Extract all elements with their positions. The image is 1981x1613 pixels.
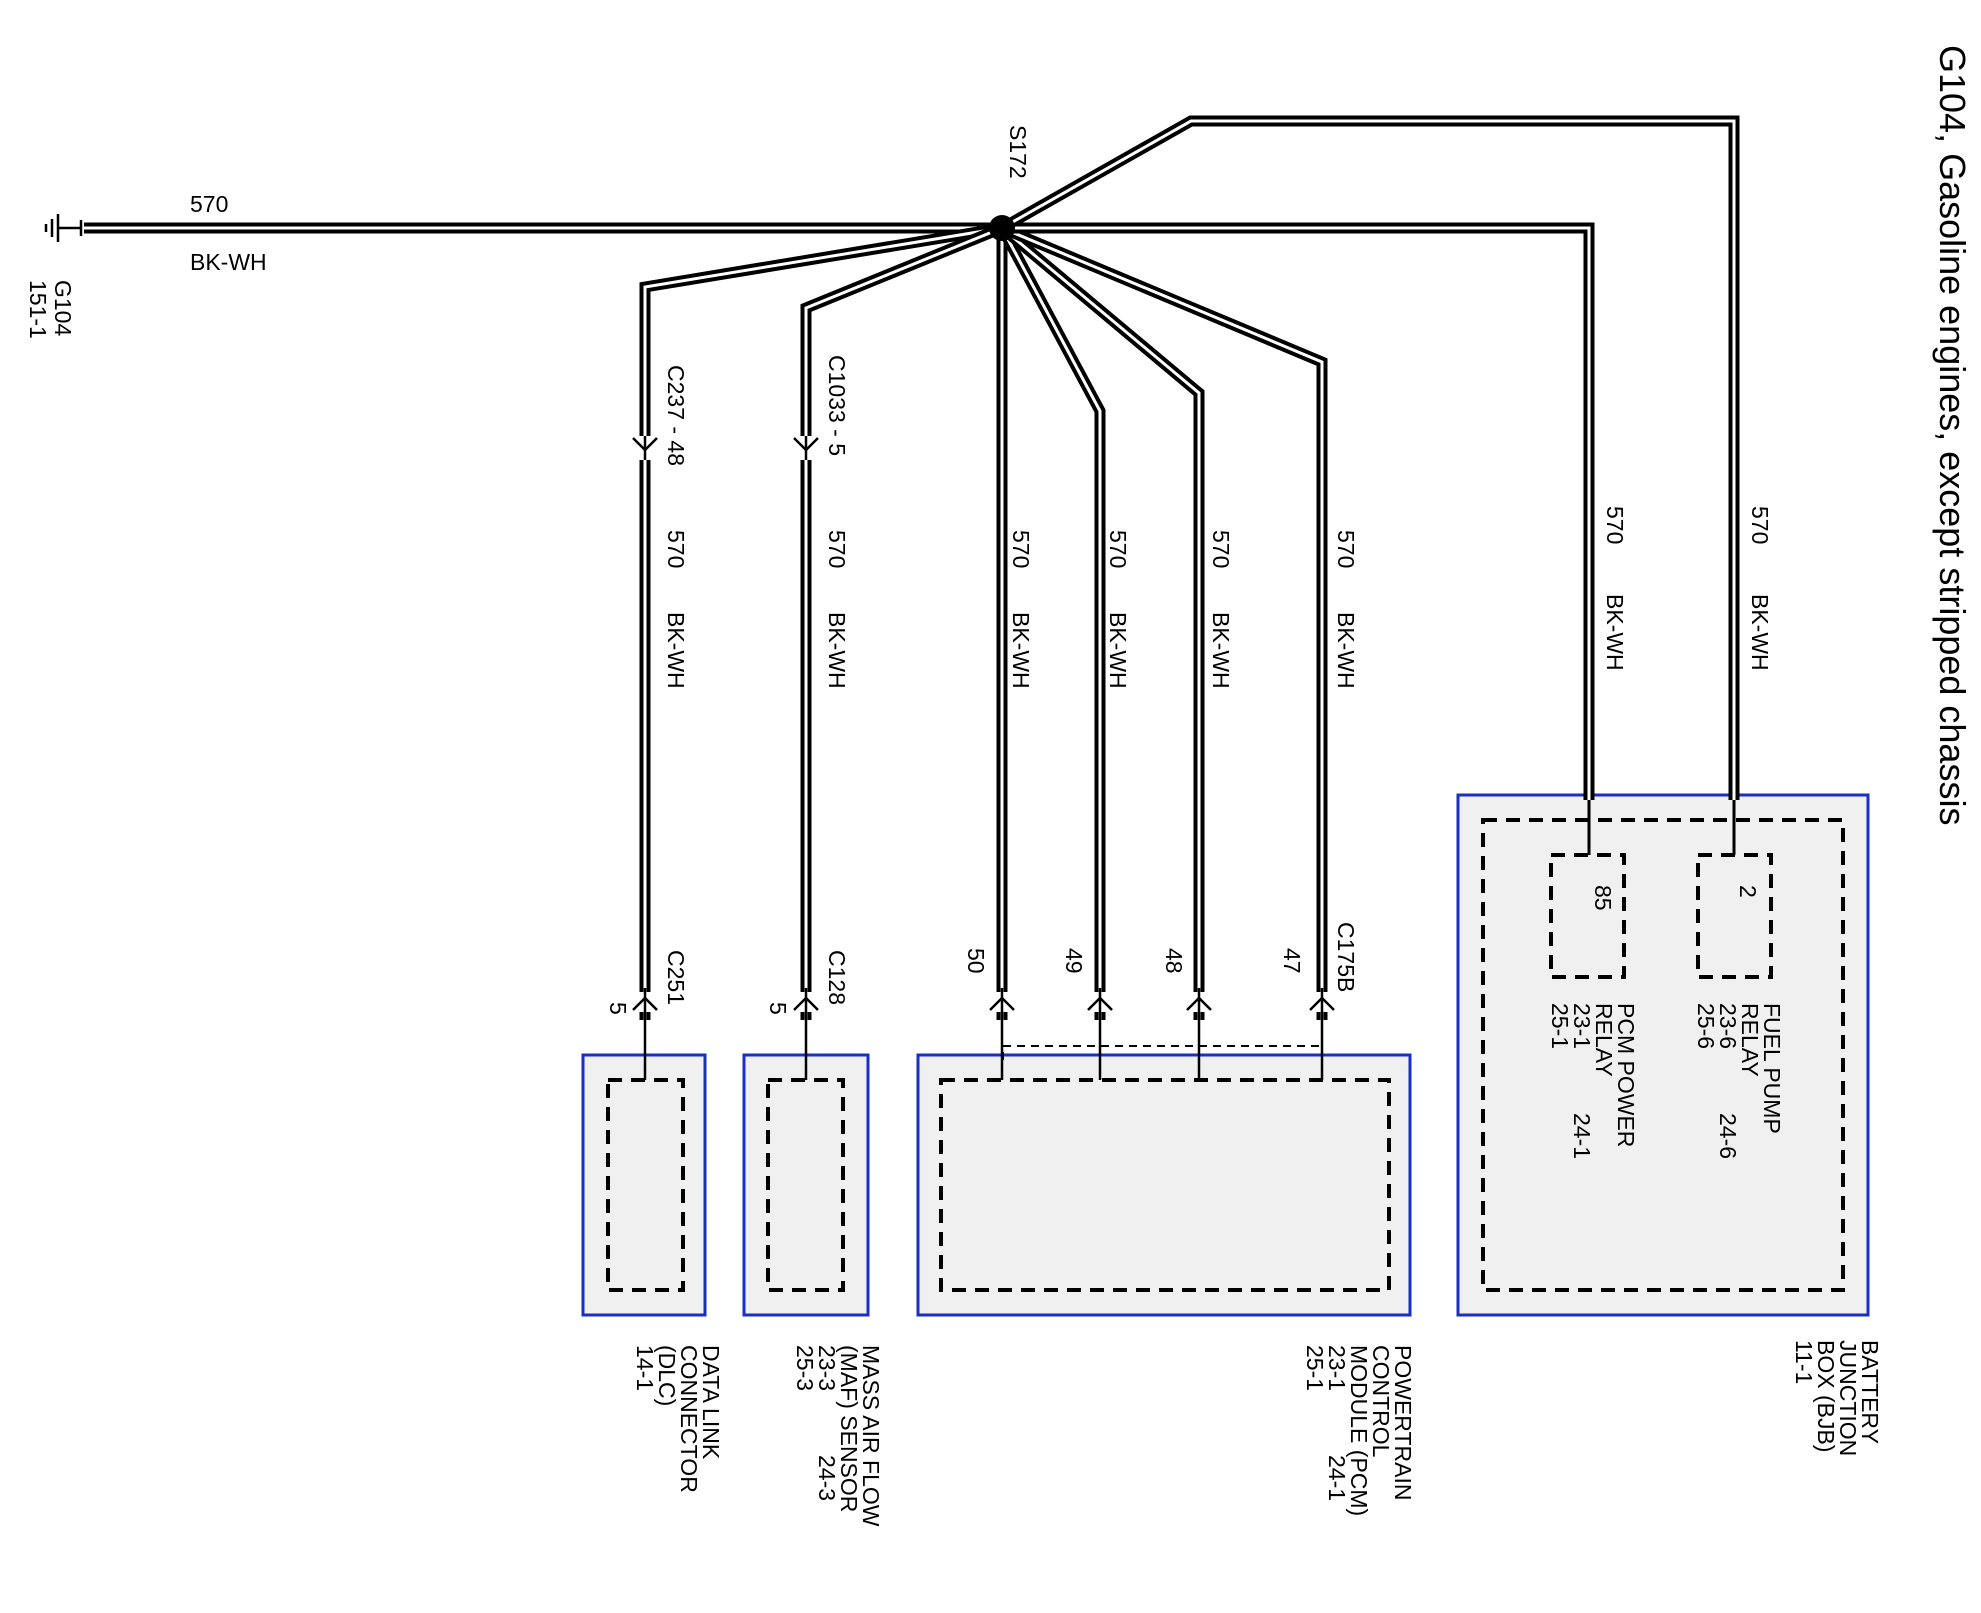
pcm-pin-49-label: 49: [1061, 948, 1087, 974]
svg-text:23-3: 23-3: [814, 1345, 840, 1391]
splice-label: S172: [1005, 125, 1031, 179]
main-wire-color: BK-WH: [190, 249, 267, 275]
branch-pcm49-color: BK-WH: [1105, 612, 1131, 689]
main-wire-circuit: 570: [190, 191, 228, 217]
svg-text:25-1: 25-1: [1302, 1345, 1328, 1391]
svg-text:DATA LINK: DATA LINK: [698, 1345, 724, 1460]
branch-dlc-inline-connector: C237 - 48: [663, 365, 689, 466]
branch-maf-color: BK-WH: [824, 612, 850, 689]
pcm-label: POWERTRAIN CONTROL MODULE (PCM) 23-1 24-…: [1302, 1345, 1416, 1516]
svg-text:RELAY: RELAY: [1591, 1003, 1617, 1077]
svg-text:23-6: 23-6: [1715, 1003, 1741, 1049]
svg-text:POWERTRAIN: POWERTRAIN: [1390, 1345, 1416, 1500]
branch-fuel-relay-color: BK-WH: [1747, 594, 1773, 671]
dlc-label: DATA LINK CONNECTOR (DLC) 14-1: [632, 1345, 724, 1493]
svg-text:FUEL PUMP: FUEL PUMP: [1759, 1003, 1785, 1134]
wire-harness: [84, 115, 1740, 1020]
ground-page-ref: 151-1: [25, 280, 51, 339]
splice-point[interactable]: [989, 215, 1015, 241]
component-labels: DATA LINK CONNECTOR (DLC) 14-1 MASS AIR …: [632, 1003, 1883, 1527]
dlc-component[interactable]: [581, 1053, 707, 1317]
branch-pcm-relay-circuit: 570: [1602, 506, 1628, 544]
branch-pcm49-circuit: 570: [1105, 530, 1131, 568]
pcm-pin-47-label: 47: [1279, 948, 1305, 974]
branch-fuel-relay-circuit: 570: [1747, 506, 1773, 544]
dlc-connector-label: C251: [663, 950, 689, 1005]
pcm-connector-label: C175B: [1333, 922, 1359, 992]
svg-text:MASS AIR FLOW: MASS AIR FLOW: [858, 1345, 884, 1527]
pcm-pin-47: [1309, 988, 1335, 1012]
pcm-power-relay-label: PCM POWER RELAY 23-1 24-1 25-1: [1547, 1003, 1639, 1159]
wire-maf[interactable]: [800, 222, 1005, 1020]
ground-id: G104: [50, 280, 76, 336]
maf-pin: [793, 988, 819, 1012]
inline-connector-c237: [632, 436, 658, 460]
maf-sensor-component[interactable]: [742, 1053, 870, 1317]
inline-connectors: [632, 436, 819, 460]
svg-text:25-6: 25-6: [1693, 1003, 1719, 1049]
bjb-component[interactable]: [1456, 793, 1870, 1317]
svg-text:24-3: 24-3: [814, 1455, 840, 1501]
branch-pcm47-color: BK-WH: [1333, 612, 1359, 689]
pcm-relay-pin-label: 85: [1590, 885, 1616, 911]
branch-pcm50-color: BK-WH: [1008, 612, 1034, 689]
branch-maf-circuit: 570: [824, 530, 850, 568]
branch-pcm47-circuit: 570: [1333, 530, 1359, 568]
wire-pcm-47[interactable]: [999, 222, 1328, 1020]
dlc-pin: [632, 988, 658, 1012]
maf-connector-label: C128: [824, 950, 850, 1005]
maf-pin-label: 5: [765, 1002, 791, 1015]
dlc-pin-label: 5: [605, 1002, 631, 1015]
branch-pcm48-circuit: 570: [1208, 530, 1234, 568]
wire-pcm-49[interactable]: [997, 225, 1106, 1020]
svg-text:24-6: 24-6: [1715, 1113, 1741, 1159]
branch-pcm-relay-color: BK-WH: [1602, 594, 1628, 671]
wire-pcm-relay[interactable]: [1002, 222, 1595, 800]
pcm-pin-50-label: 50: [963, 948, 989, 974]
svg-text:RELAY: RELAY: [1737, 1003, 1763, 1077]
svg-text:(DLC): (DLC): [654, 1345, 680, 1406]
branch-pcm50-circuit: 570: [1008, 530, 1034, 568]
svg-text:MODULE (PCM): MODULE (PCM): [1346, 1345, 1372, 1516]
branch-maf-inline-connector: C1033 - 5: [824, 355, 850, 456]
svg-text:23-1: 23-1: [1569, 1003, 1595, 1049]
ground-symbol: [44, 214, 83, 242]
svg-text:(MAF) SENSOR: (MAF) SENSOR: [836, 1345, 862, 1512]
svg-text:JUNCTION: JUNCTION: [1835, 1340, 1861, 1456]
svg-text:23-1: 23-1: [1324, 1345, 1350, 1391]
pcm-pin-50: [989, 988, 1015, 1012]
component-pins: [632, 988, 1335, 1080]
svg-text:24-1: 24-1: [1324, 1455, 1350, 1501]
svg-text:PCM POWER: PCM POWER: [1613, 1003, 1639, 1147]
branch-dlc-circuit: 570: [663, 530, 689, 568]
wire-fuel-relay[interactable]: [999, 115, 1740, 800]
wire-dlc[interactable]: [639, 222, 1003, 1020]
svg-text:BATTERY: BATTERY: [1857, 1340, 1883, 1444]
svg-text:25-3: 25-3: [792, 1345, 818, 1391]
wire-pcm-48[interactable]: [998, 223, 1205, 1020]
branch-dlc-color: BK-WH: [663, 612, 689, 689]
svg-text:BOX (BJB): BOX (BJB): [1813, 1340, 1839, 1452]
svg-text:CONNECTOR: CONNECTOR: [676, 1345, 702, 1493]
branch-labels: C237 - 48 570 BK-WH C251 5 C1033 - 5 570…: [605, 355, 1773, 1015]
svg-text:11-1: 11-1: [1791, 1340, 1817, 1384]
svg-text:14-1: 14-1: [632, 1345, 658, 1391]
pcm-component[interactable]: [916, 1045, 1412, 1317]
svg-text:CONTROL: CONTROL: [1368, 1345, 1394, 1458]
pcm-pin-49: [1087, 988, 1113, 1012]
fuel-relay-pin-label: 2: [1735, 885, 1761, 898]
fuel-pump-relay-label: FUEL PUMP RELAY 23-6 24-6 25-6: [1693, 1003, 1785, 1159]
pcm-pin-48: [1186, 988, 1212, 1012]
bjb-label: BATTERY JUNCTION BOX (BJB) 11-1: [1791, 1340, 1883, 1456]
branch-pcm48-color: BK-WH: [1208, 612, 1234, 689]
inline-connector-c1033: [793, 436, 819, 460]
svg-text:24-1: 24-1: [1569, 1113, 1595, 1159]
maf-label: MASS AIR FLOW (MAF) SENSOR 23-3 24-3 25-…: [792, 1345, 884, 1527]
diagram-title: G104, Gasoline engines, except stripped …: [1932, 45, 1973, 825]
pcm-pin-48-label: 48: [1161, 948, 1187, 974]
svg-text:25-1: 25-1: [1547, 1003, 1573, 1049]
